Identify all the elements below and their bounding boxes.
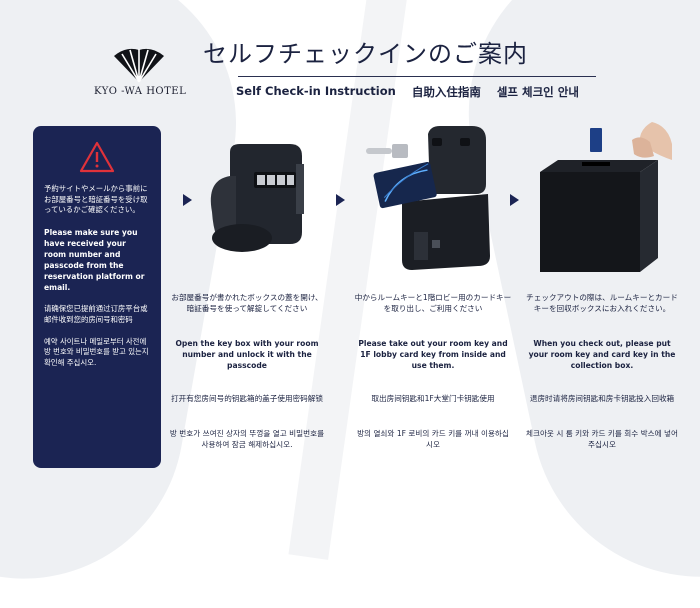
step-1-instructions: お部屋番号が書かれたボックスの蓋を開け、暗証番号を使って解錠してください Ope… — [168, 292, 326, 450]
step-3-instructions: チェックアウトの際は、ルームキーとカードキーを回収ボックスにお入れください。 W… — [523, 292, 681, 450]
step-3-text-zh: 退房时请将房间钥匙和房卡钥匙投入回收箱 — [529, 394, 675, 403]
step-1-text-zh: 打开有您房间号的钥匙箱的盖子使用密码解锁 — [171, 394, 323, 403]
lock-box-image — [210, 144, 304, 252]
step-arrow-1 — [183, 194, 192, 206]
step-1-text-ja: お部屋番号が書かれたボックスの蓋を開け、暗証番号を使って解錠してください — [171, 293, 323, 313]
step-3-text-en: When you check out, please put your room… — [528, 339, 676, 370]
subtitle-row: Self Check-in Instruction 自助入住指南 셀프 체크인 … — [236, 84, 616, 100]
step-2-text-zh: 取出房间钥匙和1F大堂门卡钥匙使用 — [371, 394, 495, 403]
warning-icon — [79, 141, 115, 173]
title-divider — [238, 76, 596, 77]
notice-text-zh: 请确保您已提前通过订房平台或邮件收到您的房间号和密码 — [44, 304, 148, 324]
step-arrow-2 — [336, 194, 345, 206]
open-key-box-image — [366, 126, 490, 270]
subtitle-korean: 셀프 체크인 안내 — [496, 85, 579, 99]
page-title: セルフチェックインのご案内 — [203, 40, 528, 68]
step-1-text-en: Open the key box with your room number a… — [175, 339, 319, 370]
step-2-text-ko: 방의 열쇠와 1F 로비의 카드 키를 꺼내 이용하십시오 — [357, 429, 509, 449]
subtitle-chinese: 自助入住指南 — [411, 85, 481, 99]
collection-box-image — [540, 122, 672, 272]
step-1-text-ko: 방 번호가 쓰여진 상자의 뚜껑을 열고 비밀번호를 사용하여 잠금 해제하십시… — [169, 429, 325, 449]
notice-text-ja: 予約サイトやメールから事前にお部屋番号と暗証番号を受け取っているかご確認ください… — [44, 184, 148, 215]
notice-text-ko: 예약 사이트나 메일로부터 사전에 방 번호와 비밀번호를 받고 있는지 확인해… — [44, 336, 149, 368]
notice-card: 予約サイトやメールから事前にお部屋番号と暗証番号を受け取っているかご確認ください… — [33, 126, 161, 468]
step-2-instructions: 中からルームキーと1階ロビー用のカードキーを取り出し、ご利用ください Pleas… — [354, 292, 512, 450]
subtitle-english: Self Check-in Instruction — [236, 84, 396, 98]
hotel-name: KYO -WA HOTEL — [94, 86, 187, 97]
step-arrow-3 — [510, 194, 519, 206]
notice-text-en: Please make sure you have received your … — [44, 228, 145, 293]
hotel-logo: KYO -WA HOTEL — [94, 44, 187, 97]
step-2-text-ja: 中からルームキーと1階ロビー用のカードキーを取り出し、ご利用ください — [354, 293, 512, 313]
step-3-text-ja: チェックアウトの際は、ルームキーとカードキーを回収ボックスにお入れください。 — [526, 293, 678, 313]
step-3-text-ko: 체크아웃 시 룸 키와 카드 키를 회수 박스에 넣어 주십시오 — [525, 429, 679, 449]
step-2-text-en: Please take out your room key and 1F lob… — [358, 339, 508, 370]
fan-logo-icon — [114, 48, 164, 83]
